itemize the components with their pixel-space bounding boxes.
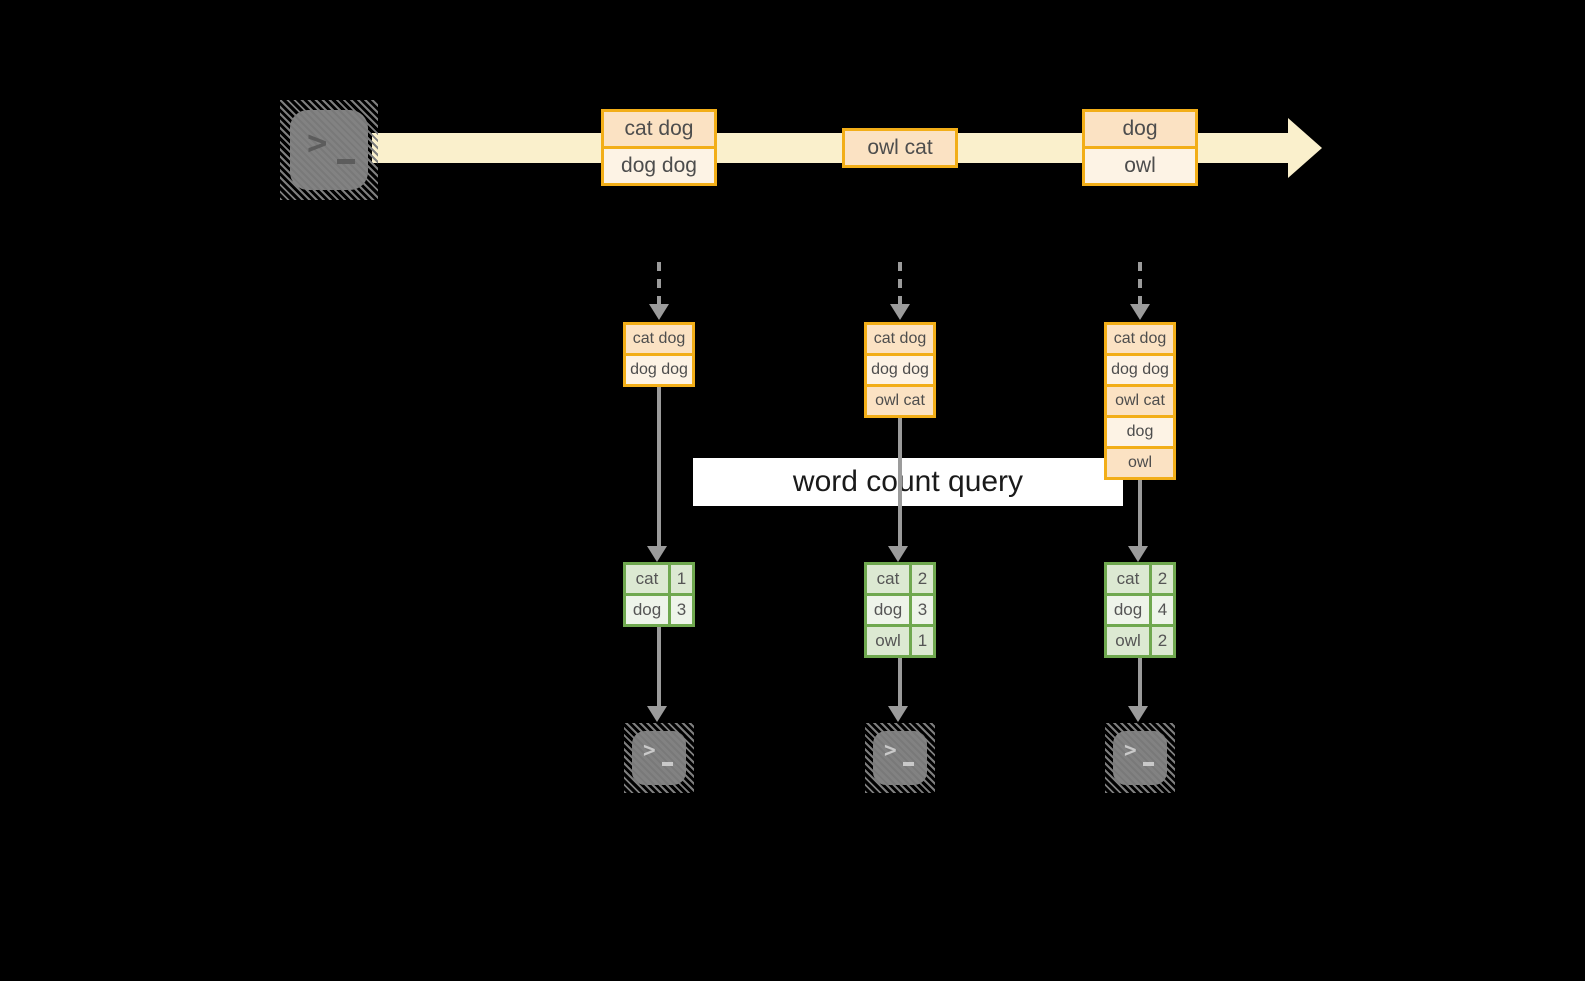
count-cell: 2 (912, 565, 933, 593)
count-cell: 2 (1152, 627, 1173, 655)
count-cell: 3 (912, 596, 933, 624)
input-row: dog dog (1107, 353, 1173, 384)
sink-terminal-icon: > (624, 723, 694, 793)
input-row: dog (1107, 415, 1173, 446)
flow-arrow (898, 418, 902, 546)
flow-arrowhead-icon (888, 706, 908, 722)
flow-arrowhead-icon (888, 546, 908, 562)
result-table: cat 1 dog 3 (623, 562, 695, 627)
input-row: cat dog (867, 325, 933, 353)
input-row: owl cat (867, 384, 933, 415)
flow-arrow (1138, 480, 1142, 546)
stream-batch-box: cat dog dog dog (601, 109, 717, 186)
dashed-arrowhead-icon (890, 304, 910, 320)
terminal-cursor-icon (1143, 762, 1154, 766)
source-terminal-icon: > (280, 100, 378, 200)
flow-arrow (1138, 658, 1142, 706)
count-cell: 1 (912, 627, 933, 655)
terminal-cursor-icon (662, 762, 673, 766)
sink-terminal-icon: > (865, 723, 935, 793)
result-table: cat 2 dog 3 owl 1 (864, 562, 936, 658)
result-table: cat 2 dog 4 owl 2 (1104, 562, 1176, 658)
flow-arrowhead-icon (1128, 546, 1148, 562)
input-row: cat dog (626, 325, 692, 353)
result-row: cat 2 (1107, 565, 1173, 593)
batch-row: cat dog (604, 112, 714, 146)
result-row: dog 3 (626, 596, 692, 624)
count-cell: 3 (671, 596, 692, 624)
result-row: cat 2 (867, 565, 933, 593)
word-cell: dog (867, 596, 909, 624)
terminal-prompt-icon: > (884, 738, 897, 762)
flow-arrow (657, 387, 661, 546)
batch-row: dog (1085, 112, 1195, 146)
word-cell: dog (1107, 596, 1149, 624)
terminal-prompt-icon: > (643, 738, 656, 762)
word-cell: cat (626, 565, 668, 593)
count-cell: 4 (1152, 596, 1173, 624)
flow-arrow (898, 658, 902, 706)
result-row: cat 1 (626, 565, 692, 593)
word-cell: cat (867, 565, 909, 593)
word-cell: dog (626, 596, 668, 624)
result-row: owl 1 (867, 627, 933, 655)
terminal-screen: > (632, 731, 686, 785)
terminal-screen: > (290, 110, 368, 190)
flow-arrowhead-icon (647, 546, 667, 562)
word-cell: owl (867, 627, 909, 655)
input-row: owl cat (1107, 384, 1173, 415)
terminal-prompt-icon: > (1124, 738, 1137, 762)
batch-row: owl cat (845, 131, 955, 165)
result-row: dog 3 (867, 596, 933, 624)
dashed-arrow (1138, 262, 1142, 304)
input-table: cat dog dog dog owl cat dog owl (1104, 322, 1176, 480)
terminal-screen: > (873, 731, 927, 785)
stream-batch-box: dog owl (1082, 109, 1198, 186)
terminal-screen: > (1113, 731, 1167, 785)
input-row: cat dog (1107, 325, 1173, 353)
terminal-prompt-icon: > (307, 123, 328, 163)
terminal-cursor-icon (903, 762, 914, 766)
word-cell: cat (1107, 565, 1149, 593)
input-row: owl (1107, 446, 1173, 477)
count-cell: 2 (1152, 565, 1173, 593)
input-table: cat dog dog dog owl cat (864, 322, 936, 418)
count-cell: 1 (671, 565, 692, 593)
word-cell: owl (1107, 627, 1149, 655)
input-table: cat dog dog dog (623, 322, 695, 387)
input-row: dog dog (626, 353, 692, 384)
sink-terminal-icon: > (1105, 723, 1175, 793)
result-row: owl 2 (1107, 627, 1173, 655)
terminal-cursor-icon (337, 159, 355, 164)
input-row: dog dog (867, 353, 933, 384)
batch-row: owl (1085, 146, 1195, 183)
dashed-arrowhead-icon (649, 304, 669, 320)
result-row: dog 4 (1107, 596, 1173, 624)
flow-arrow (657, 627, 661, 706)
stream-arrowhead-icon (1288, 118, 1322, 178)
flow-arrowhead-icon (1128, 706, 1148, 722)
stream-batch-box: owl cat (842, 128, 958, 168)
flow-arrowhead-icon (647, 706, 667, 722)
dashed-arrow (657, 262, 661, 304)
query-label-box: word count query (693, 458, 1123, 506)
query-label: word count query (792, 465, 1024, 498)
batch-row: dog dog (604, 146, 714, 183)
dashed-arrow (898, 262, 902, 304)
dashed-arrowhead-icon (1130, 304, 1150, 320)
